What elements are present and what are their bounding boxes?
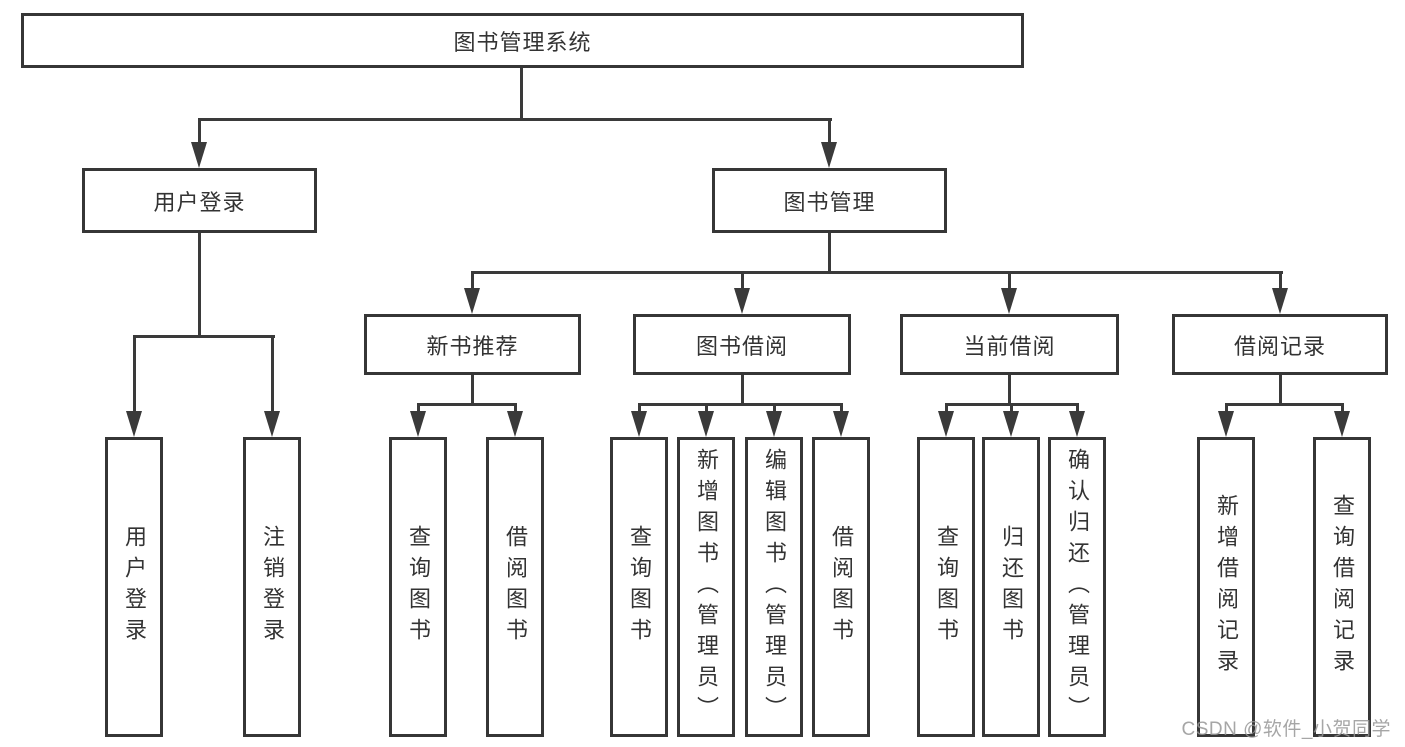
leaf-add-borrow-record-label: 新增借阅记录: [1214, 494, 1239, 680]
leaf-return-books: 归还图书: [982, 437, 1040, 737]
leaf-logout: 注销登录: [243, 437, 301, 737]
leaf-query-books-recommend-label: 查询图书: [406, 525, 431, 649]
node-borrowing-records: 借阅记录: [1172, 314, 1388, 375]
connector-line: [828, 118, 831, 146]
arrow-down-icon: [1218, 411, 1234, 437]
connector-line: [945, 403, 948, 413]
connector-line: [828, 233, 831, 274]
arrow-down-icon: [1069, 411, 1085, 437]
leaf-user-login: 用户登录: [105, 437, 163, 737]
connector-line: [638, 403, 843, 406]
connector-line: [1225, 403, 1343, 406]
leaf-add-borrow-record: 新增借阅记录: [1197, 437, 1255, 737]
node-book-management: 图书管理: [712, 168, 947, 233]
node-book-borrowing-label: 图书借阅: [695, 333, 788, 359]
leaf-add-books-admin: 新增图书（管理员）: [677, 437, 735, 737]
connector-line: [471, 375, 474, 405]
arrow-down-icon: [698, 411, 714, 437]
connector-line: [1076, 403, 1079, 413]
leaf-borrow-books-recommend-label: 借阅图书: [503, 525, 528, 649]
node-library-system-label: 图书管理系统: [453, 29, 592, 55]
connector-line: [133, 335, 275, 338]
arrow-down-icon: [938, 411, 954, 437]
connector-line: [1225, 403, 1228, 413]
leaf-confirm-return-admin: 确认归还（管理员）: [1048, 437, 1106, 737]
arrow-down-icon: [734, 288, 750, 314]
connector-line: [471, 271, 1283, 274]
leaf-confirm-return-admin-label: 确认归还（管理员）: [1065, 447, 1090, 727]
leaf-query-books-recommend: 查询图书: [389, 437, 447, 737]
connector-line: [1008, 271, 1011, 292]
leaf-add-books-admin-label: 新增图书（管理员）: [694, 447, 719, 727]
leaf-borrow-books: 借阅图书: [812, 437, 870, 737]
connector-line: [514, 403, 517, 413]
connector-line: [1341, 403, 1344, 413]
connector-line: [471, 271, 474, 292]
arrow-down-icon: [1334, 411, 1350, 437]
connector-line: [741, 375, 744, 405]
leaf-edit-books-admin: 编辑图书（管理员）: [745, 437, 803, 737]
arrow-down-icon: [264, 411, 280, 437]
arrow-down-icon: [821, 142, 837, 168]
arrow-down-icon: [507, 411, 523, 437]
connector-line: [271, 335, 274, 413]
node-borrowing-records-label: 借阅记录: [1233, 333, 1326, 359]
leaf-query-books-borrowing: 查询图书: [610, 437, 668, 737]
leaf-query-books-current-label: 查询图书: [934, 525, 959, 649]
node-new-book-recommend: 新书推荐: [364, 314, 581, 375]
leaf-edit-books-admin-label: 编辑图书（管理员）: [762, 447, 787, 727]
connector-line: [1010, 403, 1013, 413]
leaf-query-borrow-record: 查询借阅记录: [1313, 437, 1371, 737]
connector-line: [1008, 375, 1011, 405]
arrow-down-icon: [1001, 288, 1017, 314]
connector-line: [1279, 271, 1282, 292]
leaf-borrow-books-recommend: 借阅图书: [486, 437, 544, 737]
connector-line: [198, 118, 832, 121]
node-book-management-label: 图书管理: [783, 189, 876, 215]
node-current-borrowing: 当前借阅: [900, 314, 1119, 375]
leaf-return-books-label: 归还图书: [999, 525, 1024, 649]
connector-line: [133, 335, 136, 413]
leaf-query-books-borrowing-label: 查询图书: [627, 525, 652, 649]
connector-line: [417, 403, 517, 406]
csdn-watermark: CSDN @软件_小贺同学: [1181, 719, 1391, 740]
connector-line: [741, 271, 744, 292]
arrow-down-icon: [833, 411, 849, 437]
connector-line: [417, 403, 420, 413]
leaf-query-books-current: 查询图书: [917, 437, 975, 737]
arrow-down-icon: [1003, 411, 1019, 437]
connector-line: [840, 403, 843, 413]
connector-line: [198, 118, 201, 146]
arrow-down-icon: [766, 411, 782, 437]
connector-line: [705, 403, 708, 413]
leaf-borrow-books-label: 借阅图书: [829, 525, 854, 649]
node-book-borrowing: 图书借阅: [633, 314, 851, 375]
arrow-down-icon: [126, 411, 142, 437]
connector-line: [198, 233, 201, 337]
node-user-login: 用户登录: [82, 168, 317, 233]
node-library-system: 图书管理系统: [21, 13, 1024, 68]
node-user-login-label: 用户登录: [153, 189, 246, 215]
arrow-down-icon: [464, 288, 480, 314]
arrow-down-icon: [631, 411, 647, 437]
node-new-book-recommend-label: 新书推荐: [426, 333, 519, 359]
leaf-query-borrow-record-label: 查询借阅记录: [1330, 494, 1355, 680]
arrow-down-icon: [191, 142, 207, 168]
connector-line: [773, 403, 776, 413]
arrow-down-icon: [410, 411, 426, 437]
connector-line: [520, 68, 523, 120]
connector-line: [638, 403, 641, 413]
arrow-down-icon: [1272, 288, 1288, 314]
connector-line: [1279, 375, 1282, 405]
leaf-user-login-label: 用户登录: [122, 525, 147, 649]
leaf-logout-label: 注销登录: [260, 525, 285, 649]
node-current-borrowing-label: 当前借阅: [963, 333, 1056, 359]
